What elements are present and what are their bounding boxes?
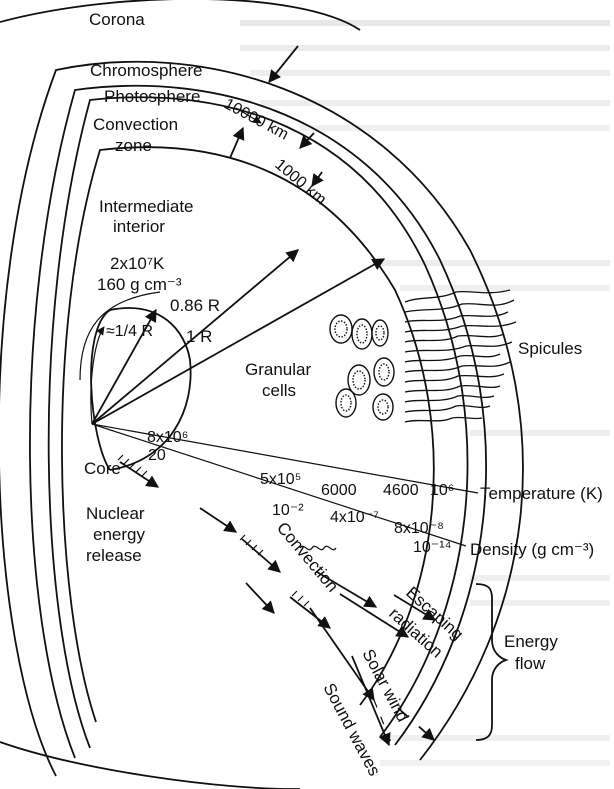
photosphere-label: Photosphere: [104, 87, 200, 106]
density-value-min: 8x10⁻⁸: [394, 520, 444, 537]
core-temperature: 2x10⁷K: [110, 254, 165, 273]
nuclear-energy-label-1: Nuclear: [86, 504, 145, 523]
temp-value-photosphere: 6000: [321, 482, 357, 499]
temperature-axis-label: Temperature (K): [480, 484, 603, 503]
corona-boundary-lower: [0, 742, 300, 789]
convection-zone-arrow: [230, 128, 243, 158]
nuclear-energy-label-2: energy: [93, 525, 145, 544]
granular-cell: [357, 325, 367, 343]
corona-label: Corona: [89, 10, 145, 29]
density-value-photosphere: 4x10⁻⁷: [330, 509, 379, 526]
core-label: Core: [84, 459, 121, 478]
convection-zone-label-1: Convection: [93, 115, 178, 134]
spicules-label: Spicules: [518, 339, 582, 358]
photosphere-inner-shell: [49, 97, 468, 748]
granular-cells-label-2: cells: [262, 381, 296, 400]
granular-cell: [376, 326, 384, 340]
solar-wind-label: Solar wind: [358, 646, 412, 725]
intermediate-interior-label-2: interior: [113, 217, 165, 236]
energy-flow-label-2: flow: [515, 654, 546, 673]
density-axis-label: Density (g cm⁻³): [470, 540, 594, 559]
radius-1-label: 1 R: [186, 327, 212, 346]
temp-value-radiative: 5x10⁵: [260, 471, 301, 488]
sound-waves-label: Sound waves: [319, 680, 384, 779]
nuclear-energy-label-3: release: [86, 546, 142, 565]
radius-086-label: 0.86 R: [170, 296, 220, 315]
convection-zone-label-2: zone: [115, 136, 152, 155]
granular-cells-label-1: Granular: [245, 360, 311, 379]
chromosphere-thickness-arrow: [269, 46, 298, 82]
temp-value-corona: 10⁶: [430, 482, 454, 499]
granular-cell: [353, 371, 365, 389]
radius-quarter-label: ≈1/4 R: [106, 323, 153, 340]
photosphere-outer-shell: [30, 86, 486, 758]
granular-cell: [378, 400, 388, 414]
temp-value-min: 4600: [383, 482, 419, 499]
granular-cell: [341, 395, 351, 411]
core-density: 160 g cm⁻³: [97, 275, 182, 294]
granular-cells-group: [330, 315, 394, 420]
temp-value-core: 8x10⁶: [147, 429, 188, 446]
energy-flow-label-1: Energy: [504, 632, 558, 651]
convection-flow-label: Convection: [273, 518, 342, 595]
density-value-radiative: 10⁻²: [272, 502, 304, 519]
density-value-corona: 10⁻¹⁴: [413, 539, 452, 556]
photosphere-thickness: 1000 km: [271, 156, 329, 208]
density-value-core: 20: [148, 447, 166, 464]
granular-cell: [335, 321, 347, 337]
granular-cell: [379, 364, 389, 380]
intermediate-interior-label-1: Intermediate: [99, 197, 194, 216]
chromosphere-label: Chromosphere: [90, 61, 202, 80]
